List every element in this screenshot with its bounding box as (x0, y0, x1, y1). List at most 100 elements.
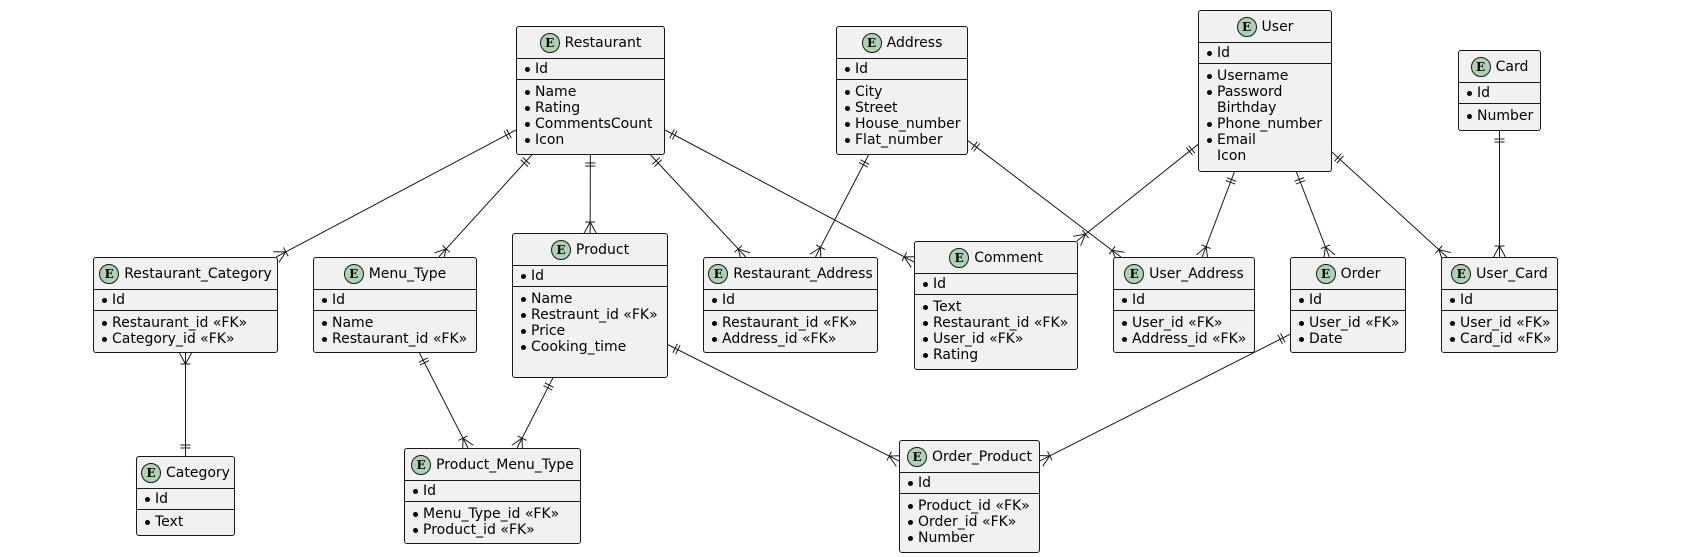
mandatory-dot-icon (1122, 336, 1127, 342)
attribute-row: Address_id «FK» (1122, 331, 1246, 347)
entity-icon: E (1236, 16, 1257, 37)
entity-icon: E (343, 263, 364, 284)
attribute-row: Restaurant_id «FK» (712, 315, 869, 331)
cardinality-one-mark (506, 129, 512, 139)
cardinality-one-mark (1185, 147, 1193, 156)
entity-key: Id (915, 274, 1077, 295)
cardinality-many-mark (1499, 245, 1506, 258)
attribute-row: Number (908, 530, 1031, 546)
attribute-name: Order_id «FK» (918, 514, 1017, 530)
attribute-row: Product_id «FK» (413, 522, 572, 538)
cardinality-one-mark (1295, 179, 1306, 185)
cardinality-many-mark (278, 251, 287, 263)
cardinality-one-mark (669, 129, 675, 139)
cardinality-one-mark (815, 244, 826, 250)
entity-title: Restaurant_Category (124, 265, 272, 282)
entity-key: Id (704, 290, 877, 311)
entity-title: Menu_Type (368, 265, 447, 282)
cardinality-one-mark (858, 162, 869, 168)
attribute-name: Rating (535, 100, 581, 116)
attribute-name: Id (531, 268, 545, 284)
attribute-row: Id (1207, 45, 1323, 61)
cardinality-many-mark (1325, 246, 1336, 256)
attribute-row: House_number (845, 116, 961, 132)
cardinality-one-mark (1225, 180, 1236, 185)
attribute-row: Icon (525, 132, 656, 148)
mandatory-dot-icon (845, 121, 850, 127)
attribute-name: Restraunt_id «FK» (531, 307, 658, 323)
cardinality-one-mark (1320, 244, 1331, 250)
entity-icon: E (99, 263, 120, 284)
attribute-name: Text (155, 514, 184, 530)
cardinality-one-mark (1277, 334, 1283, 344)
attribute-row: Order_id «FK» (908, 514, 1031, 530)
attribute-row: User_id «FK» (1299, 315, 1400, 331)
entity-title: Restaurant (564, 34, 642, 51)
attribute-name: Id (155, 491, 169, 507)
cardinality-one-mark (1081, 229, 1089, 239)
attribute-name: Product_id «FK» (918, 498, 1030, 514)
attribute-name: Restaurant_id «FK» (112, 315, 248, 331)
cardinality-many-mark (589, 221, 597, 234)
mandatory-dot-icon (923, 304, 928, 310)
entity-title: Address (886, 34, 943, 51)
cardinality-many-mark (179, 352, 186, 365)
entity-icon: E (1124, 263, 1145, 284)
cardinality-one-mark (458, 435, 468, 441)
entity-icon: E (411, 454, 432, 475)
cardinality-many-mark (1073, 233, 1086, 237)
cardinality-many-mark (1112, 249, 1125, 253)
mandatory-dot-icon (923, 336, 928, 342)
attribute-name: Street (855, 100, 898, 116)
cardinality-one-mark (520, 159, 529, 167)
entity-key: Id (314, 290, 476, 311)
cardinality-one-mark (901, 252, 908, 262)
relationship-line (1295, 171, 1330, 258)
mandatory-dot-icon (413, 511, 418, 517)
cardinality-one-mark (1047, 451, 1053, 461)
cardinality-many-mark (1080, 233, 1086, 246)
entity-key: Id (1442, 290, 1557, 311)
attribute-name: Id (1460, 292, 1474, 308)
mandatory-dot-icon (525, 89, 530, 95)
attribute-name: Id (918, 475, 932, 491)
cardinality-many-mark (434, 248, 447, 254)
mandatory-dot-icon (923, 281, 928, 287)
attribute-row: Id (322, 292, 468, 308)
attribute-row: Id (521, 268, 659, 284)
attribute-name: Icon (535, 132, 565, 148)
entity-attributes: Restaurant_id «FK»Address_id «FK» (704, 311, 877, 353)
entity-attributes: Text (137, 510, 234, 536)
attribute-name: Id (1477, 85, 1491, 101)
attribute-name: Password (1217, 84, 1283, 100)
mandatory-dot-icon (908, 503, 913, 509)
cardinality-many-mark (583, 221, 591, 234)
mandatory-dot-icon (712, 297, 717, 303)
attribute-row: Rating (923, 347, 1069, 363)
attribute-name: User_id «FK» (1132, 315, 1223, 331)
attribute-row: Flat_number (845, 132, 959, 148)
attribute-name: Category_id «FK» (112, 331, 235, 347)
attribute-row: Birthday (1207, 100, 1323, 116)
mandatory-dot-icon (1207, 89, 1212, 95)
